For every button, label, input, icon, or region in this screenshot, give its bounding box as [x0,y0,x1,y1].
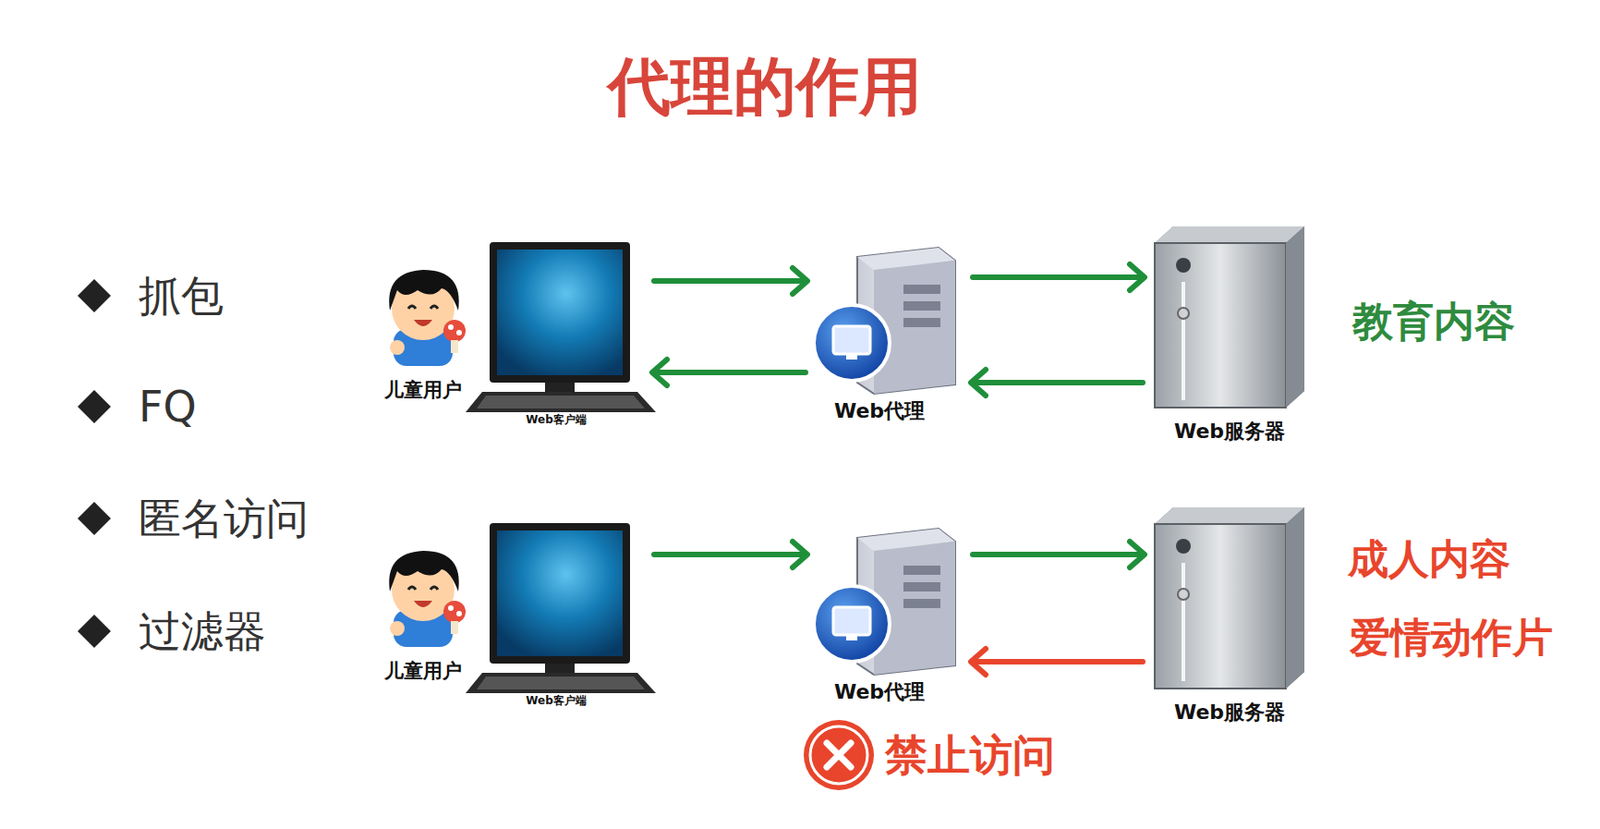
node-label: 儿童用户 [384,379,462,401]
client-node: 儿童用户 Web客户端 [369,235,647,441]
flow-arrow [654,278,806,284]
node-label: Web代理 [834,680,925,704]
node-label: Web服务器 [1174,420,1285,443]
content-label: 教育内容 [1352,299,1516,344]
title: 代理的作用 [607,52,922,122]
flow-arrow [972,379,1143,386]
node-label: Web服务器 [1174,701,1285,724]
server-node: Web服务器 [1150,502,1310,739]
bullet-item: FQ [138,383,197,431]
flow-arrow [972,551,1143,558]
arrow-head [792,267,808,294]
flow-arrow [972,274,1143,280]
arrow-head [792,541,808,568]
flow-arrow [654,369,806,376]
node-label: Web客户端 [525,413,587,426]
bullet-item: 匿名访问 [138,495,309,543]
node-label: Web客户端 [525,694,587,707]
arrow-head [1129,264,1145,291]
proxy-node: Web代理 [812,522,966,717]
arrow-head [970,648,986,675]
forbidden-label: 禁止访问 [884,731,1055,779]
flow-arrow [972,658,1143,665]
content-label: 爱情动作片 [1349,615,1553,660]
arrow-head [652,359,667,386]
node-label: 儿童用户 [384,660,462,682]
bullet-item: 过滤器 [138,607,267,655]
arrow-head [970,369,986,396]
flow-arrow [654,551,806,558]
arrow-head [1129,541,1145,568]
bullet-item: 抓包 [138,272,224,320]
server-node: Web服务器 [1150,221,1310,458]
proxy-node: Web代理 [812,242,966,437]
node-label: Web代理 [834,400,925,423]
client-node: 儿童用户 Web客户端 [369,516,647,722]
content-label: 成人内容 [1347,536,1511,582]
